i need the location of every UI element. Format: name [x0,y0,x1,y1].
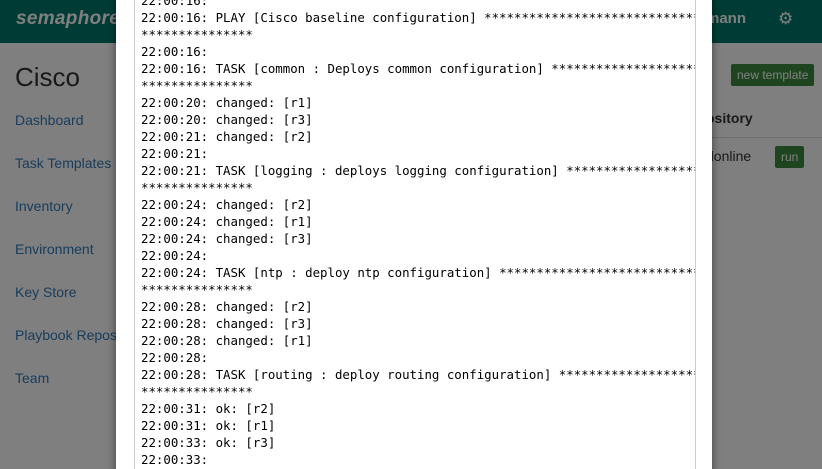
log-line: 22:00:24: TASK [ntp : deploy ntp configu… [141,265,696,280]
log-line: *************** [141,78,253,93]
log-line: *************** [141,282,253,297]
log-line: 22:00:20: changed: [r3] [141,112,313,127]
log-line: *************** [141,384,253,399]
log-line: 22:00:28: changed: [r3] [141,316,313,331]
log-line: 22:00:20: changed: [r1] [141,95,313,110]
task-log-lines: 22:00:16: 22:00:16: PLAY [Cisco baseline … [141,0,696,468]
log-line: 22:00:16: PLAY [Cisco baseline configura… [141,10,696,25]
log-line: 22:00:33: ok: [r3] [141,435,276,450]
log-line: 22:00:33: [141,452,209,467]
task-log-modal: 22:00:16: 22:00:16: PLAY [Cisco baseline … [116,0,712,469]
log-line: 22:00:16: [141,0,209,8]
log-line: 22:00:28: [141,350,209,365]
log-line: 22:00:24: changed: [r1] [141,214,313,229]
log-line: 22:00:28: changed: [r2] [141,299,313,314]
log-line: 22:00:24: changed: [r3] [141,231,313,246]
log-line: *************** [141,27,253,42]
log-line: 22:00:16: [141,44,209,59]
log-line: 22:00:21: changed: [r2] [141,129,313,144]
log-line: 22:00:28: TASK [routing : deploy routing… [141,367,696,382]
log-line: *************** [141,180,253,195]
log-line: 22:00:28: changed: [r1] [141,333,313,348]
log-line: 22:00:16: TASK [common : Deploys common … [141,61,696,76]
log-line: 22:00:21: [141,146,209,161]
log-line: 22:00:31: ok: [r2] [141,401,276,416]
log-line: 22:00:24: changed: [r2] [141,197,313,212]
log-line: 22:00:21: TASK [logging : deploys loggin… [141,163,696,178]
log-line: 22:00:24: [141,248,209,263]
log-line: 22:00:31: ok: [r1] [141,418,276,433]
task-log-output[interactable]: 22:00:16: 22:00:16: PLAY [Cisco baseline … [134,0,696,469]
